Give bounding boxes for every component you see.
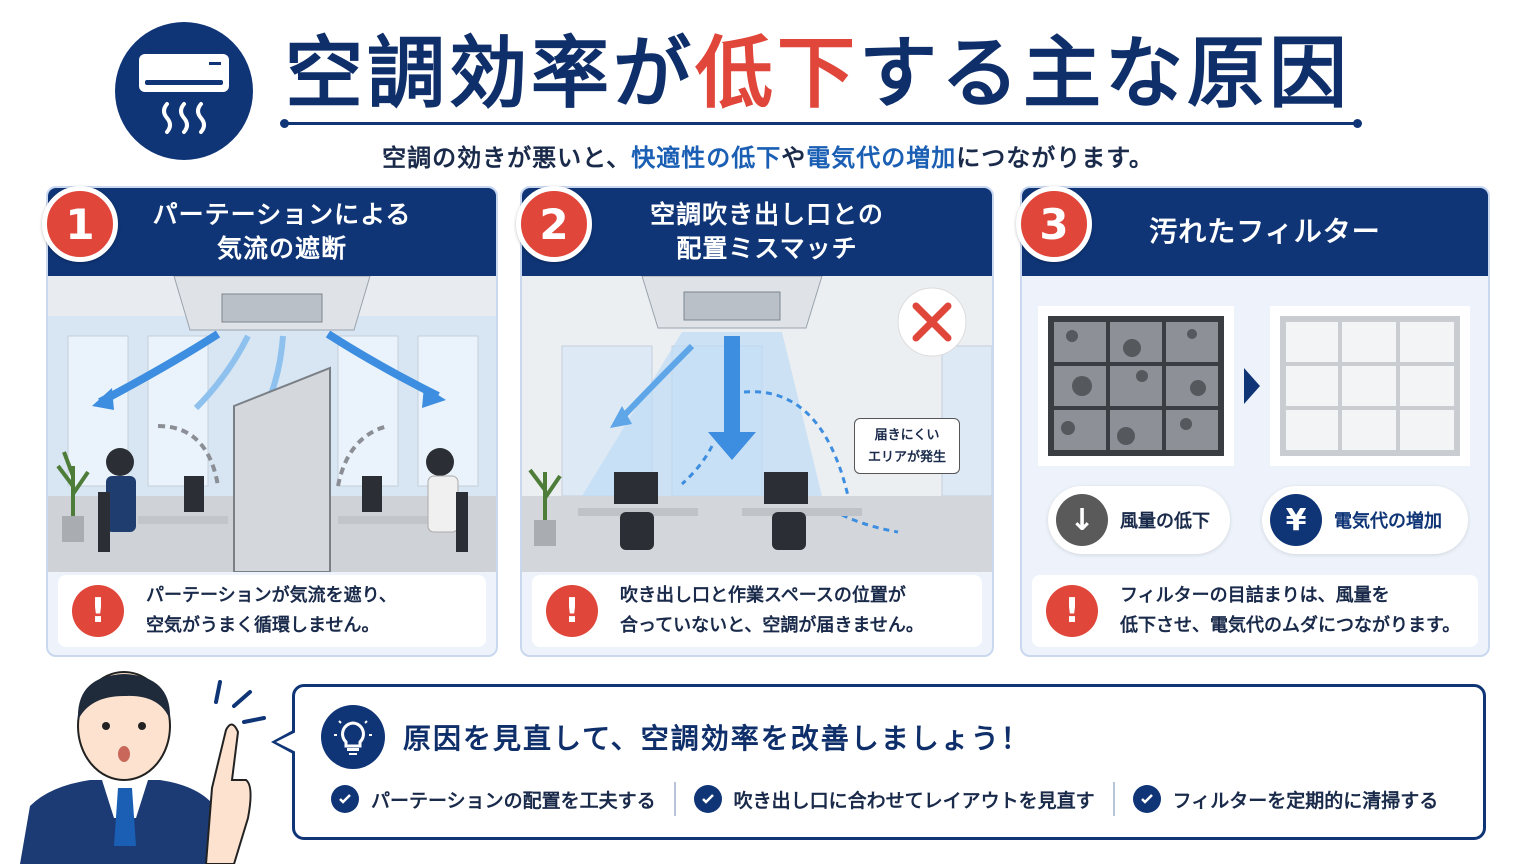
title-highlight: 低下 xyxy=(695,29,860,119)
tip-title: 原因を見直して、空調効率を改善しましょう！ xyxy=(403,722,1031,755)
air-conditioner-icon xyxy=(139,54,229,134)
hard-to-reach-callout: 届きにくい エリアが発生 xyxy=(854,418,960,474)
checklist-item: フィルターを定期的に清掃する xyxy=(1132,785,1438,813)
divider xyxy=(673,782,676,816)
cause-title-line2: 配置ミスマッチ xyxy=(676,234,858,263)
note-line2: 空気がうまく循環しません。 xyxy=(146,615,380,636)
effect-airflow-decrease: ↓ 風量の低下 xyxy=(1048,486,1230,554)
air-conditioner-logo xyxy=(115,22,253,160)
partition-airflow-illustration xyxy=(48,276,496,572)
outlet-mismatch-illustration: 届きにくい エリアが発生 xyxy=(522,276,992,572)
cause-card-1-header: パーテーションによる 気流の遮断 xyxy=(48,188,496,276)
down-arrow-icon: ↓ xyxy=(1056,494,1108,546)
title-underline xyxy=(280,119,1362,128)
cause-title-line1: パーテーションによる xyxy=(152,200,412,229)
cause-note-2: ! 吹き出し口と作業スペースの位置が 合っていないと、空調が届きません。 xyxy=(532,575,982,647)
cause-title: 汚れたフィルター xyxy=(1149,215,1381,248)
cause-card-3: 汚れたフィルター xyxy=(1020,186,1490,657)
note-line1: フィルターの目詰まりは、風量を xyxy=(1120,585,1390,606)
check-icon xyxy=(693,785,722,813)
cause-title-line2: 気流の遮断 xyxy=(216,234,347,263)
page-subtitle: 空調の効きが悪いと、快適性の低下や電気代の増加につながります。 xyxy=(382,144,1154,172)
effect-cost-increase: ¥ 電気代の増加 xyxy=(1262,486,1468,554)
filter-comparison-illustration: ↓ 風量の低下 ¥ 電気代の増加 xyxy=(1022,276,1488,572)
warning-icon: ! xyxy=(546,585,598,637)
note-line2: 合っていないと、空調が届きません。 xyxy=(620,615,924,636)
note-line1: パーテーションが気流を遮り、 xyxy=(146,585,397,606)
cause-card-3-header: 汚れたフィルター xyxy=(1022,188,1488,276)
warning-icon: ! xyxy=(72,585,124,637)
effect-label: 電気代の増加 xyxy=(1334,511,1442,532)
cause-card-2: 空調吹き出し口との 配置ミスマッチ xyxy=(520,186,994,657)
cause-card-1: パーテーションによる 気流の遮断 xyxy=(46,186,498,657)
cause-number-badge-2: 2 xyxy=(516,186,592,262)
cause-number-badge-3: 3 xyxy=(1016,186,1092,262)
checklist-item: 吹き出し口に合わせてレイアウトを見直す xyxy=(693,785,1095,813)
checklist-item: パーテーションの配置を工夫する xyxy=(331,785,656,813)
cause-title-line1: 空調吹き出し口との xyxy=(650,200,884,229)
check-icon xyxy=(1132,785,1161,813)
note-line2: 低下させ、電気代のムダにつながります。 xyxy=(1120,615,1461,636)
cause-number-badge-1: 1 xyxy=(42,186,118,262)
improvement-checklist: パーテーションの配置を工夫する 吹き出し口に合わせてレイアウトを見直す フィルタ… xyxy=(331,779,1459,819)
check-icon xyxy=(331,785,359,813)
improvement-tip-box: 原因を見直して、空調効率を改善しましょう！ パーテーションの配置を工夫する 吹き… xyxy=(271,684,1486,840)
cause-note-1: ! パーテーションが気流を遮り、 空気がうまく循環しません。 xyxy=(58,575,486,647)
page-title: 空調効率が低下する主な原因 xyxy=(285,29,1352,119)
divider xyxy=(1112,782,1115,816)
cause-card-2-header: 空調吹き出し口との 配置ミスマッチ xyxy=(522,188,992,276)
note-line1: 吹き出し口と作業スペースの位置が xyxy=(620,585,906,606)
warning-icon: ! xyxy=(1046,585,1098,637)
lightbulb-icon xyxy=(321,705,385,769)
yen-icon: ¥ xyxy=(1270,494,1322,546)
cause-note-3: ! フィルターの目詰まりは、風量を 低下させ、電気代のムダにつながります。 xyxy=(1032,575,1478,647)
pointing-businessman-illustration xyxy=(20,668,270,864)
effect-label: 風量の低下 xyxy=(1120,511,1210,532)
